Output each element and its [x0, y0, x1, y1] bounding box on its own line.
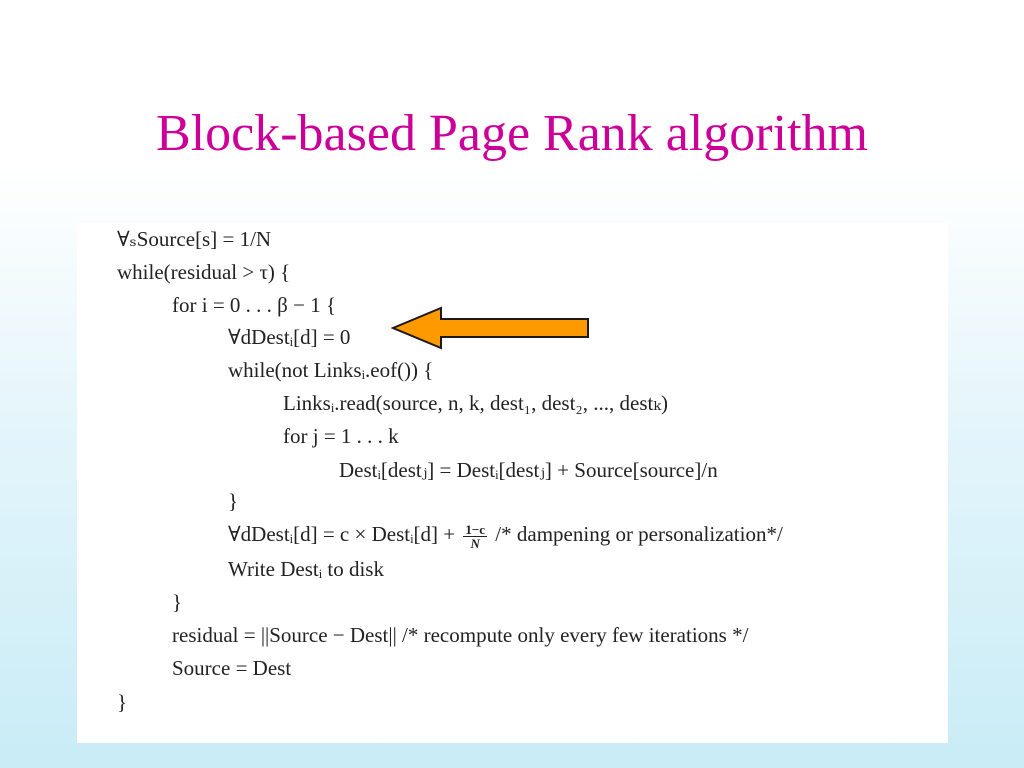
slide-title: Block-based Page Rank algorithm	[156, 105, 868, 162]
code-line-10-formula: ∀dDestᵢ[d] = c × Destᵢ[d] +	[228, 522, 456, 546]
fraction-denominator: N	[470, 535, 480, 551]
code-line-2: while(residual > τ) {	[117, 260, 291, 284]
pseudocode-panel: ∀ₛSource[s] = 1/N while(residual > τ) { …	[77, 223, 948, 743]
fraction-numerator: 1−c	[463, 521, 488, 537]
code-line-11: Write Destᵢ to disk	[228, 557, 384, 581]
code-line-4: ∀dDestᵢ[d] = 0	[228, 325, 351, 349]
code-line-12: }	[172, 590, 183, 614]
fraction: 1−c N	[463, 521, 488, 551]
arrow-shape	[391, 306, 589, 350]
code-line-5: while(not Linksᵢ.eof()) {	[228, 358, 434, 382]
code-line-15: }	[117, 690, 128, 714]
code-line-10-comment: /* dampening or personalization*/	[495, 522, 783, 546]
code-line-1: ∀ₛSource[s] = 1/N	[117, 227, 272, 251]
code-line-6: Linksᵢ.read(source, n, k, dest₁, dest₂, …	[283, 391, 668, 415]
code-line-9: }	[228, 489, 239, 513]
code-line-13: residual = ||Source − Dest|| /* recomput…	[172, 623, 749, 647]
code-line-10: ∀dDestᵢ[d] = c × Destᵢ[d] + 1−c N /* dam…	[228, 521, 783, 550]
code-line-7: for j = 1 . . . k	[283, 424, 399, 448]
code-line-14: Source = Dest	[172, 656, 292, 680]
left-arrow-icon	[391, 306, 589, 350]
code-line-8: Destᵢ[destⱼ] = Destᵢ[destⱼ] + Source[sou…	[339, 458, 718, 482]
code-line-3: for i = 0 . . . β − 1 {	[172, 293, 337, 317]
